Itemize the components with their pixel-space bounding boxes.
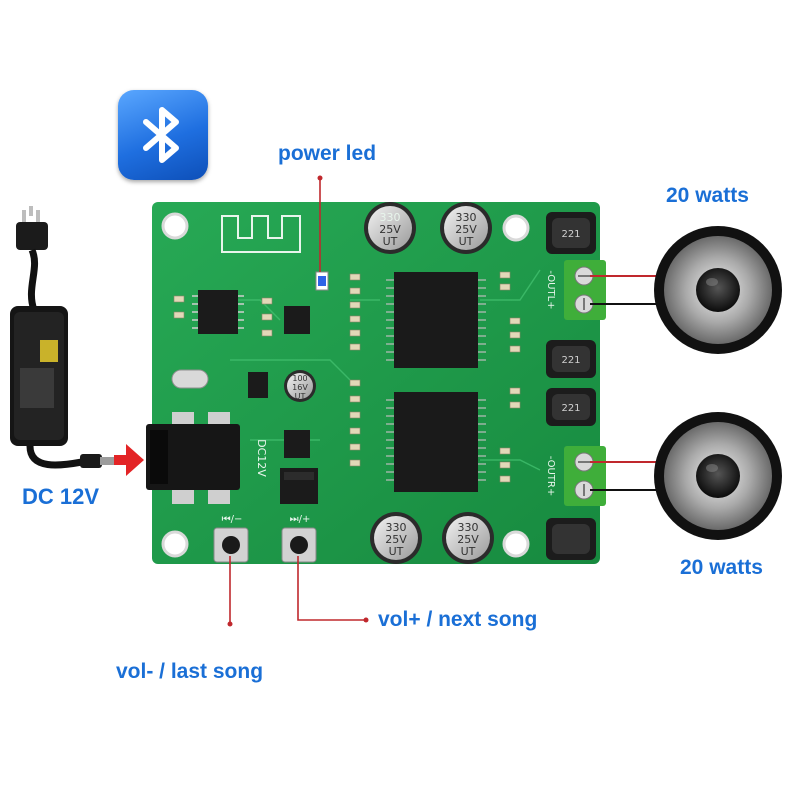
power-led-label: power led bbox=[278, 142, 377, 165]
inductor: 221 221 221 bbox=[546, 212, 596, 560]
cap-text: UT bbox=[295, 392, 306, 401]
vol-down-label: vol- / last song bbox=[116, 660, 264, 683]
cap-text: UT bbox=[389, 545, 404, 558]
arrow-icon bbox=[114, 444, 144, 476]
bluetooth-logo bbox=[118, 90, 208, 180]
vol-down-button[interactable] bbox=[213, 527, 249, 563]
outr-silk: -OUTR+ bbox=[545, 456, 556, 497]
terminal-block-left bbox=[564, 260, 606, 320]
capacitor-top-right: 330 25V UT bbox=[440, 202, 492, 254]
speaker-icon bbox=[654, 226, 782, 354]
power-adapter-icon bbox=[10, 206, 114, 469]
cap-text: 25V bbox=[455, 223, 477, 236]
inductor-text: 221 bbox=[561, 355, 580, 366]
cap-text: 330 bbox=[386, 521, 407, 534]
btn-next-silk: ⏭/+ bbox=[290, 514, 311, 525]
cap-text: 100 bbox=[292, 374, 307, 383]
bluetooth-icon bbox=[143, 107, 179, 163]
watts-bottom-label: 20 watts bbox=[680, 556, 763, 579]
btn-prev-silk: ⏮/− bbox=[222, 514, 243, 525]
capacitor-small: 100 16V UT bbox=[284, 370, 316, 402]
terminal-block-right bbox=[564, 446, 606, 506]
cap-text: 330 bbox=[458, 521, 479, 534]
vol-up-label: vol+ / next song bbox=[378, 608, 538, 631]
cap-text: 25V bbox=[385, 533, 407, 546]
inductor-text: 221 bbox=[561, 403, 580, 414]
capacitor-top-left: 330 25V UT bbox=[364, 202, 416, 254]
cap-text: UT bbox=[461, 545, 476, 558]
dc-silk: DC12V bbox=[255, 439, 268, 477]
leader-lines bbox=[229, 178, 366, 622]
vol-up-button[interactable] bbox=[281, 527, 317, 563]
watts-top-label: 20 watts bbox=[666, 184, 749, 207]
pcb-board: 330 25V UT 330 25V UT 330 25V UT 330 25V… bbox=[146, 202, 606, 564]
cap-text: 25V bbox=[457, 533, 479, 546]
cap-text: UT bbox=[383, 235, 398, 248]
cap-text: 25V bbox=[379, 223, 401, 236]
dc-jack bbox=[146, 412, 240, 504]
amp-ic-top bbox=[386, 272, 486, 368]
capacitor-bottom-left: 330 25V UT bbox=[370, 512, 422, 564]
capacitor-bottom-right: 330 25V UT bbox=[442, 512, 494, 564]
outl-silk: -OUTL+ bbox=[545, 270, 556, 309]
cap-text: UT bbox=[459, 235, 474, 248]
inductor-text: 221 bbox=[561, 229, 580, 240]
dc-input-label: DC 12V bbox=[22, 484, 100, 509]
cap-text: 330 bbox=[380, 211, 401, 224]
cap-text: 330 bbox=[456, 211, 477, 224]
speaker-icon bbox=[654, 412, 782, 540]
amp-ic-bottom bbox=[386, 392, 486, 492]
cap-text: 16V bbox=[292, 383, 308, 392]
